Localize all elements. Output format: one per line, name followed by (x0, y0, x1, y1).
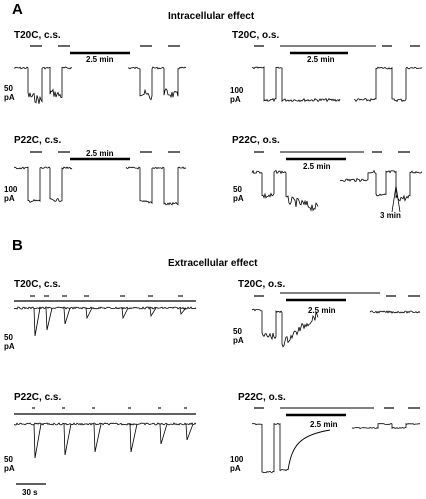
current-trace-b4a (251, 422, 289, 474)
interval-label-a4: 2.5 min (303, 162, 331, 171)
current-trace-a4b (339, 169, 423, 202)
current-deflection (33, 423, 42, 459)
interval-label-a3: 2.5 min (86, 149, 114, 158)
current-deflection (129, 423, 138, 453)
trace-label-b3: P22C, c.s. (14, 392, 62, 403)
current-trace-a2a (251, 66, 341, 103)
current-trace-a1a (13, 66, 73, 104)
trace-label-b2: T20C, o.s. (238, 279, 286, 290)
trace-label-a1: T20C, c.s. (14, 30, 61, 41)
annotation-3min: 3 min (380, 211, 401, 220)
trace-label-a4: P22C, o.s. (232, 135, 280, 146)
panel-a-title: Intracellular effect (168, 11, 255, 22)
current-deflection (121, 307, 129, 320)
arrow-3min (391, 185, 401, 213)
current-deflection (93, 423, 102, 453)
current-deflection (159, 423, 168, 445)
current-trace-a3b (125, 166, 187, 206)
trace-label-b4: P22C, o.s. (238, 392, 286, 403)
interval-label-b4: 2.5 min (310, 420, 338, 429)
current-deflection (185, 423, 194, 441)
current-trace-a4a (251, 169, 319, 212)
current-trace-b2b (369, 310, 421, 314)
current-trace-b2a (251, 308, 319, 348)
trace-label-b1: T20C, c.s. (14, 279, 61, 290)
current-deflection (63, 423, 72, 456)
panel-letter-a: A (12, 1, 23, 18)
current-trace-a3a (13, 166, 73, 203)
current-deflection (85, 307, 93, 320)
current-trace-b1 (13, 306, 197, 310)
current-trace-b4b (351, 422, 420, 430)
interval-label-a2: 2.5 min (307, 55, 335, 64)
current-deflection (179, 307, 187, 315)
current-deflection (63, 307, 71, 325)
current-deflection (45, 307, 53, 331)
interval-label-b2: 2.5 min (308, 306, 336, 315)
trace-label-a3: P22C, c.s. (14, 135, 62, 146)
interval-label-a1: 2.5 min (86, 55, 114, 64)
current-trace-a2b (353, 66, 423, 103)
current-deflection (149, 307, 157, 318)
time-scale-label: 30 s (22, 488, 38, 497)
recovery-curve (287, 429, 331, 471)
current-trace-a1b (127, 66, 187, 101)
panel-b-title: Extracellular effect (168, 258, 258, 269)
trace-marks (13, 45, 423, 485)
current-deflection (33, 307, 41, 337)
current-trace-b3 (13, 422, 197, 426)
panel-letter-b: B (12, 237, 23, 254)
trace-label-a2: T20C, o.s. (232, 30, 280, 41)
